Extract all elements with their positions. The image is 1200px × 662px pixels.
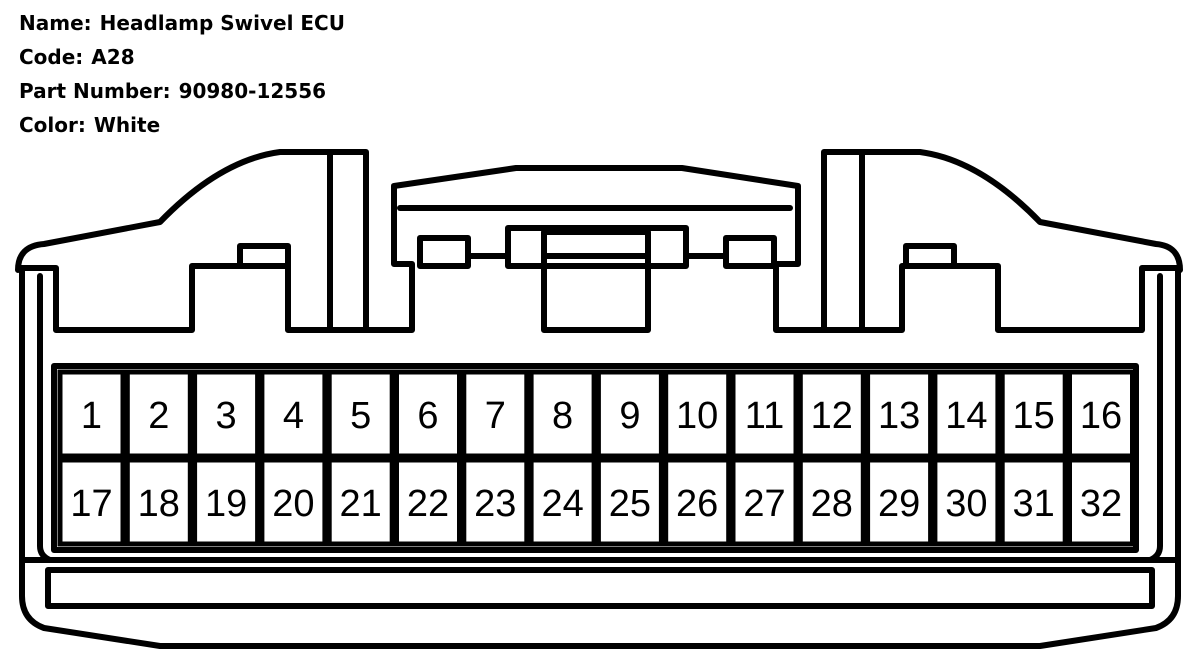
pin-cavity-6 <box>394 369 462 459</box>
pin-number-16: 16 <box>1080 395 1122 437</box>
pin-number-32: 32 <box>1080 483 1122 525</box>
connector-code-line: Code: A28 <box>19 40 345 74</box>
pin-number-19: 19 <box>205 483 247 525</box>
name-label: Name: <box>19 11 92 35</box>
latch-lock <box>541 229 651 333</box>
name-value: Headlamp Swivel ECU <box>99 11 345 35</box>
pin-cavity-22 <box>394 457 462 547</box>
pin-cavity-7 <box>461 369 530 459</box>
latch-tab-right <box>723 235 777 269</box>
pin-number-1: 1 <box>81 395 102 437</box>
pin-number-4: 4 <box>283 395 304 437</box>
pin-number-23: 23 <box>474 483 516 525</box>
pin-number-12: 12 <box>811 395 853 437</box>
color-label: Color: <box>19 113 86 137</box>
center-latch-outer <box>363 165 827 333</box>
latch-tab-left <box>417 235 471 269</box>
pin-number-25: 25 <box>609 483 651 525</box>
pin-number-2: 2 <box>148 395 169 437</box>
pin-cavity-25 <box>595 457 664 547</box>
pin-number-10: 10 <box>676 395 718 437</box>
pin-number-17: 17 <box>70 483 112 525</box>
body-inner-left <box>37 273 53 563</box>
housing-outline <box>15 149 369 333</box>
pin-cavity-1 <box>57 369 126 459</box>
body-inner-right <box>1147 273 1163 563</box>
pin-number-24: 24 <box>541 483 583 525</box>
pin-number-29: 29 <box>878 483 920 525</box>
pin-number-6: 6 <box>417 395 438 437</box>
pin-cavity-24 <box>528 457 597 547</box>
pin-number-27: 27 <box>743 483 785 525</box>
pin-number-22: 22 <box>407 483 449 525</box>
connector-color-line: Color: White <box>19 108 345 142</box>
pin-cavity-23 <box>461 457 530 547</box>
pin-number-30: 30 <box>945 483 987 525</box>
color-value: White <box>93 113 161 137</box>
pin-cavity-2 <box>124 369 193 459</box>
pin-cavity-14 <box>932 369 1001 459</box>
pin-cavity-32 <box>1067 457 1135 547</box>
pin-cavity-13 <box>865 369 934 459</box>
pin-number-28: 28 <box>811 483 853 525</box>
pin-cavity-9 <box>595 369 664 459</box>
pin-number-18: 18 <box>138 483 180 525</box>
pin-cavity-15 <box>999 369 1068 459</box>
pin-cavity-27 <box>730 457 799 547</box>
pin-cavity-30 <box>932 457 1001 547</box>
bottom-skirt <box>19 557 1181 609</box>
pin-number-8: 8 <box>552 395 573 437</box>
pin-cavity-3 <box>192 369 261 459</box>
pin-field-frame <box>51 363 1139 553</box>
pin-cavity-8 <box>528 369 597 459</box>
pin-cavity-12 <box>797 369 866 459</box>
code-value: A28 <box>91 45 135 69</box>
connector-body <box>19 265 1181 649</box>
part-number-value: 90980-12556 <box>178 79 327 103</box>
pin-number-21: 21 <box>340 483 382 525</box>
pin-cavity-17 <box>57 457 126 547</box>
pin-cavity-29 <box>865 457 934 547</box>
pin-number-15: 15 <box>1013 395 1055 437</box>
bump-left <box>237 243 291 269</box>
pin-number-13: 13 <box>878 395 920 437</box>
pin-number-3: 3 <box>216 395 237 437</box>
pin-number-7: 7 <box>485 395 506 437</box>
pin-cavity-11 <box>730 369 799 459</box>
pin-cavity-4 <box>259 369 328 459</box>
connector-name-line: Name: Headlamp Swivel ECU <box>19 6 345 40</box>
part-number-label: Part Number: <box>19 79 171 103</box>
bump-right <box>903 243 957 269</box>
pin-cavity-18 <box>124 457 193 547</box>
pin-cavity-10 <box>663 369 732 459</box>
pin-cavity-31 <box>999 457 1068 547</box>
pin-number-20: 20 <box>272 483 314 525</box>
pin-cavity-21 <box>326 457 395 547</box>
pin-number-11: 11 <box>745 395 784 437</box>
pin-cavity-20 <box>259 457 328 547</box>
pin-cavity-5 <box>326 369 395 459</box>
part-number-line: Part Number: 90980-12556 <box>19 74 345 108</box>
pin-number-9: 9 <box>619 395 640 437</box>
pin-number-5: 5 <box>350 395 371 437</box>
pin-number-26: 26 <box>676 483 718 525</box>
pin-number-14: 14 <box>945 395 987 437</box>
connector-info-block: Name: Headlamp Swivel ECU Code: A28 Part N… <box>19 6 345 142</box>
pin-number-31: 31 <box>1013 483 1055 525</box>
housing-outline-right <box>821 149 1183 333</box>
pin-cavity-26 <box>663 457 732 547</box>
pin-cavity-16 <box>1067 369 1135 459</box>
pin-cavity-19 <box>192 457 261 547</box>
latch-block-center <box>505 225 689 269</box>
code-label: Code: <box>19 45 84 69</box>
pin-cavity-28 <box>797 457 866 547</box>
